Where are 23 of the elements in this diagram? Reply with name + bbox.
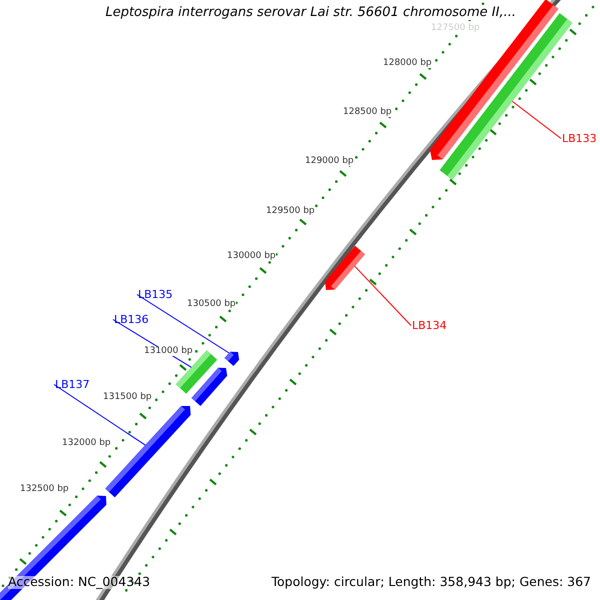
leader-line [354, 266, 412, 326]
gene-label: LB136 [114, 314, 149, 325]
scale-label: 128500 bp [343, 108, 392, 117]
scale-label: 129500 bp [266, 207, 315, 216]
gene-label: LB133 [562, 133, 597, 144]
scale-label: 128000 bp [383, 59, 432, 68]
scale-label: 131000 bp [144, 347, 193, 356]
gene-bar [324, 246, 365, 290]
leader-line [512, 100, 562, 139]
gene-label: LB134 [412, 320, 447, 331]
gene-label: LB135 [138, 289, 173, 300]
genome-summary: Topology: circular; Length: 358,943 bp; Genes: 367 [272, 576, 591, 588]
leader-line [54, 384, 146, 446]
scale-label: 130000 bp [227, 252, 276, 261]
gene-bar [224, 352, 240, 366]
scale-label: 130500 bp [187, 300, 236, 309]
gene-bar [192, 368, 228, 406]
scale-label: 129000 bp [305, 157, 354, 166]
gene-label: LB137 [55, 379, 90, 390]
scale-label: 131500 bp [103, 393, 152, 402]
leader-line [136, 294, 230, 354]
scale-label: 132000 bp [62, 439, 111, 448]
accession-text: Accession: NC_004343 [8, 576, 150, 588]
